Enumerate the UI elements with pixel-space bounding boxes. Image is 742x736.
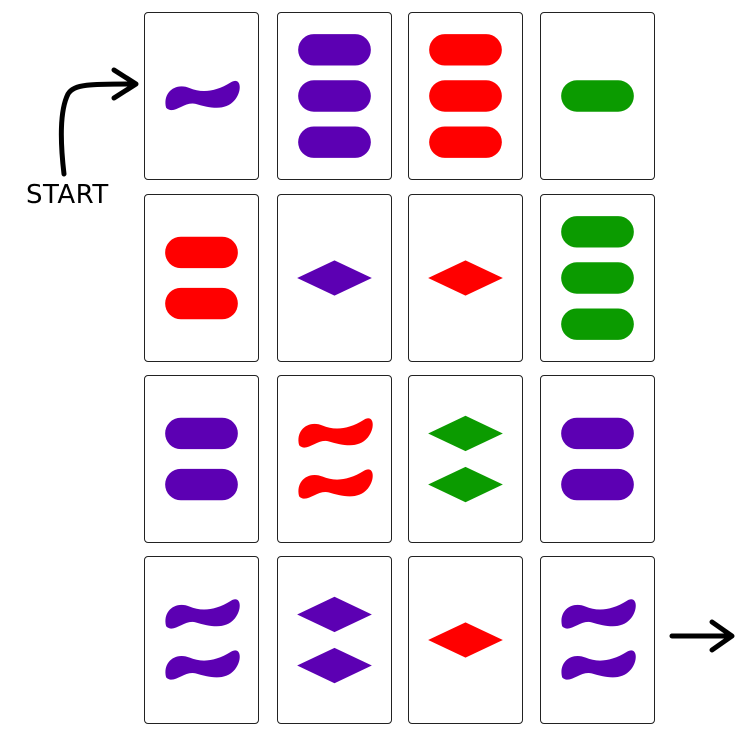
card-r3-c1[interactable] [144,375,259,543]
oval-shape [561,216,634,248]
card-r1-c1[interactable] [144,12,259,180]
card-r4-c4[interactable] [540,556,655,724]
card-r1-c4[interactable] [540,12,655,180]
card-r2-c2[interactable] [277,194,392,362]
diamond-shape [428,415,503,452]
diamond-shape [428,260,503,296]
oval-shape [298,80,371,112]
oval-shape [165,236,238,269]
card-r2-c3[interactable] [408,194,523,362]
curved-arrow-right-icon [58,67,139,177]
diamond-shape [428,622,503,658]
oval-shape [561,262,634,294]
oval-shape [561,468,634,501]
oval-shape [298,34,371,66]
squiggle-shape [561,650,636,680]
card-r1-c3[interactable] [408,12,523,180]
diamond-shape [428,466,503,503]
oval-shape [561,417,634,450]
oval-shape [165,417,238,450]
card-r3-c4[interactable] [540,375,655,543]
oval-shape [298,126,371,158]
squiggle-shape [298,469,373,499]
diamond-shape [297,596,372,633]
card-r1-c2[interactable] [277,12,392,180]
card-r4-c1[interactable] [144,556,259,724]
squiggle-shape [165,650,240,680]
squiggle-shape [561,599,636,629]
diamond-shape [297,260,372,296]
oval-shape [561,80,634,112]
card-r2-c4[interactable] [540,194,655,362]
oval-shape [165,287,238,320]
oval-shape [561,308,634,340]
card-r2-c1[interactable] [144,194,259,362]
card-r4-c2[interactable] [277,556,392,724]
oval-shape [429,80,502,112]
squiggle-shape [298,418,373,448]
oval-shape [165,468,238,501]
card-r3-c3[interactable] [408,375,523,543]
arrow-right-icon [669,619,735,653]
card-r4-c3[interactable] [408,556,523,724]
diamond-shape [297,647,372,684]
card-r3-c2[interactable] [277,375,392,543]
oval-shape [429,126,502,158]
oval-shape [429,34,502,66]
squiggle-shape [165,80,240,111]
start-label: START [26,180,109,210]
squiggle-shape [165,599,240,629]
